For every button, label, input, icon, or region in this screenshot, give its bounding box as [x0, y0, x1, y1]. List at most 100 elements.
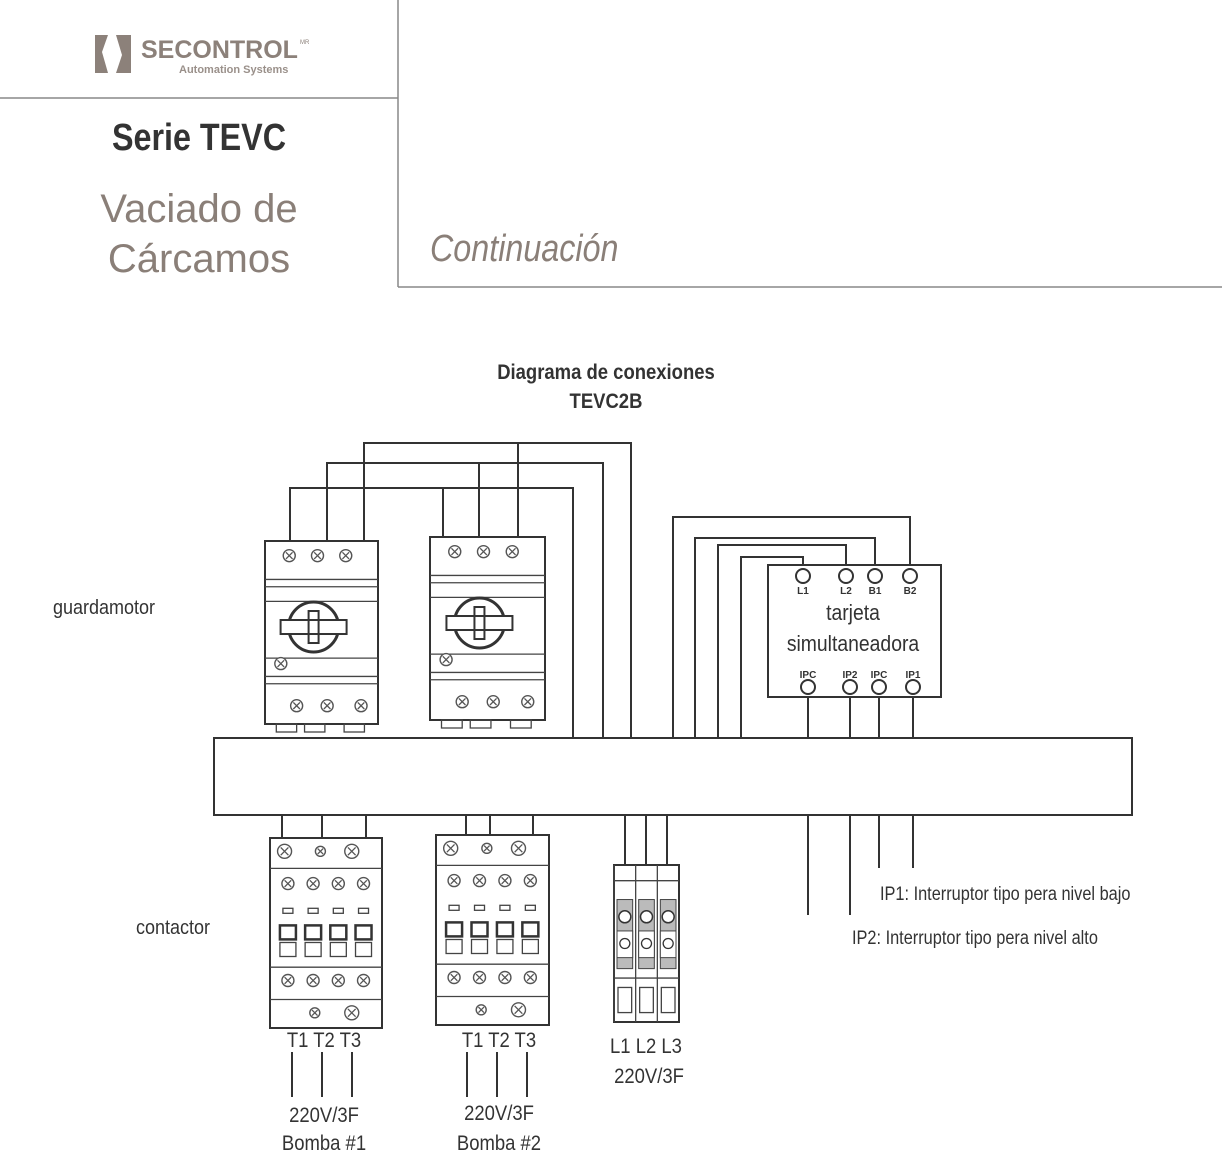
screw-slot: [359, 879, 368, 888]
screw-icon: [339, 548, 353, 563]
wire-card-l1: [740, 556, 804, 738]
screw-slot: [317, 848, 324, 855]
screw-slot: [475, 876, 484, 885]
terminal-foot: [303, 723, 326, 733]
indicator-slot: [499, 904, 511, 911]
terminal-label-l1: L1: [797, 586, 809, 597]
screw-icon: [498, 873, 512, 888]
screw-icon: [447, 873, 461, 888]
contactor2-voltage: 220V/3F: [464, 1102, 534, 1125]
indicator-slot: [473, 904, 486, 911]
supply-voltage: 220V/3F: [614, 1065, 684, 1088]
screw-slot: [450, 876, 458, 885]
terminal-label-ipc: IPC: [871, 670, 888, 681]
indicator-slot: [524, 904, 537, 911]
screw-slot: [280, 846, 289, 856]
screw-icon: [274, 656, 288, 671]
screw-icon: [331, 973, 346, 988]
contact-block: [521, 921, 540, 938]
contactor-1: [269, 837, 383, 1029]
wire-card-b2: [672, 516, 911, 738]
screw-icon: [475, 1004, 487, 1016]
subtitle-line1: Vaciado de: [100, 187, 297, 231]
terminal-slot: [660, 986, 676, 1014]
screw-icon: [289, 699, 304, 713]
screw-slot: [477, 1006, 485, 1014]
logo-tagline: Automation Systems: [179, 64, 288, 76]
screw-slot: [334, 879, 343, 888]
simultaneous-card: tarjeta simultaneadora: [767, 564, 942, 698]
indicator-slot: [332, 907, 344, 914]
screw-icon: [354, 699, 368, 713]
screw-icon: [523, 970, 538, 985]
terminal-ipc-icon: [871, 679, 887, 695]
contact-window: [470, 938, 489, 955]
wire-gm1-l1: [289, 487, 574, 738]
terminal-screw-icon: [661, 910, 675, 924]
supply-terminal-block: [613, 864, 680, 1023]
screw-slot: [475, 973, 484, 982]
wire-gm1-l3: [363, 442, 632, 738]
screw-icon: [472, 873, 487, 888]
diagram-model: TEVC2B: [570, 390, 643, 413]
screw-icon: [306, 973, 320, 988]
terminal-screw-icon: [639, 910, 654, 924]
logo-brand: SECONTROL: [141, 36, 298, 64]
terminal-label-ip1: IP1: [905, 670, 920, 681]
screw-icon: [448, 544, 462, 559]
contact-block: [495, 921, 515, 938]
terminal-hole: [640, 937, 653, 950]
screw-slot: [514, 843, 523, 853]
terminal-label-ip2: IP2: [842, 670, 857, 681]
continuation-label: Continuación: [430, 228, 618, 270]
screw-slot: [284, 879, 292, 888]
screw-slot: [450, 973, 458, 982]
terminal-hole: [619, 937, 631, 950]
screw-icon: [523, 873, 538, 888]
screw-slot: [285, 551, 294, 560]
screw-icon: [510, 840, 527, 856]
screw-slot: [526, 876, 535, 885]
terminal-ip2-icon: [842, 679, 858, 695]
screw-slot: [458, 697, 466, 706]
screw-icon: [356, 973, 371, 988]
terminal-label-ipc: IPC: [800, 670, 817, 681]
supply-terminals: L1 L2 L3: [610, 1035, 682, 1058]
logo-mark-left: [95, 35, 108, 73]
screw-icon: [281, 876, 295, 891]
wire-gm1-l2: [326, 462, 604, 738]
screw-icon: [344, 1005, 360, 1021]
terminal-ip1-icon: [905, 679, 921, 695]
screw-icon: [281, 973, 295, 988]
screw-icon: [320, 699, 334, 713]
terminal-foot: [509, 719, 532, 729]
screw-icon: [486, 695, 500, 709]
terminal-foot: [469, 719, 492, 729]
guardamotor-2: [429, 536, 546, 729]
screw-slot: [292, 701, 301, 710]
contact-window: [304, 941, 322, 958]
terminal-l2-icon: [838, 568, 854, 584]
screw-slot: [442, 655, 450, 664]
contact-block: [303, 924, 323, 941]
screw-slot: [501, 876, 509, 885]
card-name-line2: simultaneadora: [787, 632, 920, 656]
note-ip1: IP1: Interruptor tipo pera nivel bajo: [880, 883, 1131, 904]
contact-window: [445, 938, 463, 955]
screw-icon: [344, 843, 360, 859]
terminal-screw-icon: [618, 910, 632, 924]
screw-slot: [501, 973, 509, 982]
devices: [264, 536, 680, 1029]
contact-window: [279, 941, 297, 958]
screw-icon: [439, 652, 453, 667]
terminal-foot: [440, 719, 463, 729]
screw-icon: [276, 843, 293, 859]
screw-slot: [523, 697, 532, 706]
screw-slot: [313, 551, 322, 560]
screw-slot: [309, 879, 317, 888]
logo-registered-mark: MR: [300, 40, 310, 46]
screw-slot: [450, 547, 459, 556]
wire-card-l2: [717, 544, 847, 738]
